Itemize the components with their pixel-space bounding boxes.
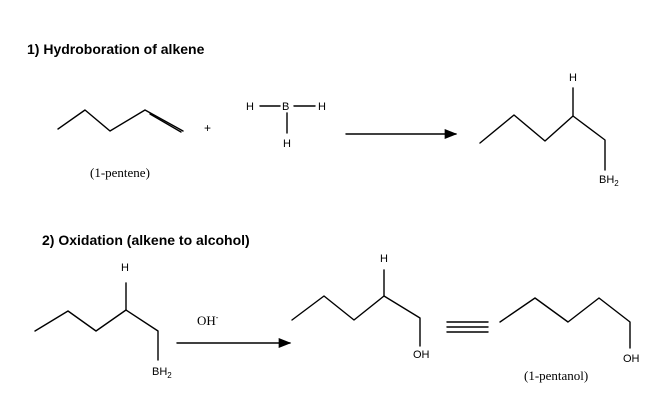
equivalence-sign [446,321,489,333]
reactant2-bh2-label: BH2 [152,366,172,380]
pentanol-caption: (1-pentanol) [524,368,588,383]
pentanol-oh-label: OH [623,353,640,365]
pentene-structure [57,109,184,133]
hydroxide-reagent: OH- [197,313,219,328]
borane-h-right: H [318,101,326,113]
product1-bh2-label: BH2 [599,174,619,188]
step2-title: 2) Oxidation (alkene to alcohol) [42,232,250,248]
reactant2-h-top: H [121,262,129,274]
product2-h-top: H [380,253,388,265]
step1-title: 1) Hydroboration of alkene [27,41,205,57]
borane-h-bottom: H [283,138,291,150]
borane-h-left: H [246,101,254,113]
product2-oh-label: OH [413,349,430,361]
plus-sign: + [204,121,211,135]
alkylborane-reactant-structure [34,282,159,361]
double-bond-line [149,113,182,133]
pentene-caption: (1-pentene) [90,165,150,180]
borane-boron: B [282,101,289,113]
alcohol-product-structure [291,269,421,347]
product1-h-top: H [569,72,577,84]
pentanol-structure [499,297,631,349]
alkylborane-product-structure [479,87,606,171]
borane-structure [259,105,316,134]
